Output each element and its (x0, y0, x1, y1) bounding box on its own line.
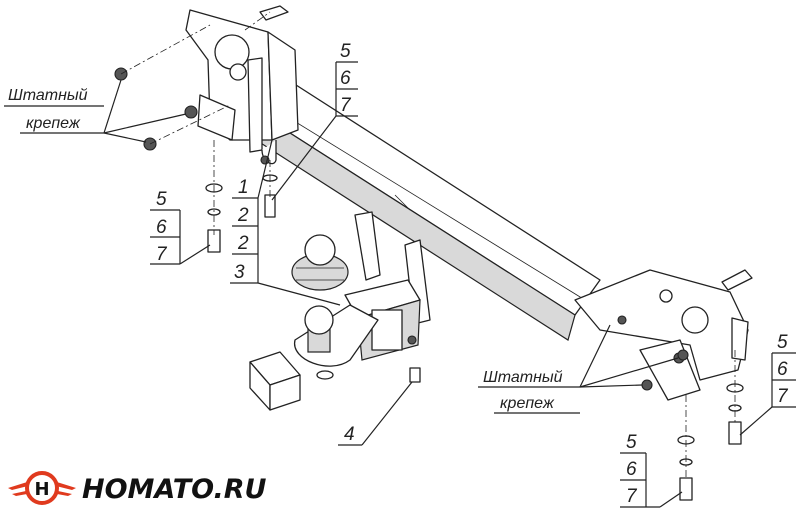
tow-ball-stowed (291, 234, 349, 291)
callout-right-bolt-7: 7 (777, 386, 789, 407)
callout-bolt-4: 4 (338, 381, 413, 446)
axis-lines (120, 11, 736, 480)
callout-assembly-2a: 2 (237, 205, 249, 226)
callout-assembly: 1 2 2 3 (230, 139, 341, 306)
note-left-fixing: Штатный крепеж (4, 79, 187, 143)
callout-bottom-bolt-6: 6 (626, 459, 637, 480)
callout-4: 4 (344, 424, 355, 445)
callout-top-center: 5 6 7 (271, 41, 358, 201)
note-right-fixing-line1: Штатный (483, 369, 563, 386)
callout-left-bolt: 5 6 7 (150, 189, 211, 265)
callout-left-bolt-5: 5 (156, 189, 167, 210)
note-right-fixing: Штатный крепеж (478, 324, 679, 414)
brand-name: HOMATO.RU (82, 474, 267, 505)
callout-right-bolt-5: 5 (777, 332, 788, 353)
note-left-fixing-line1: Штатный (8, 87, 88, 104)
svg-text:H: H (34, 479, 49, 500)
ball-mount (294, 304, 379, 380)
callout-right-bolt: 5 6 7 (739, 332, 796, 436)
callout-assembly-2b: 2 (237, 233, 249, 254)
callout-left-bolt-6: 6 (156, 217, 167, 238)
callout-top-center-6: 6 (340, 68, 351, 89)
receiver-cap (249, 351, 301, 411)
callout-left-bolt-7: 7 (156, 244, 168, 265)
callout-top-center-7: 7 (340, 95, 352, 116)
brand-logo: H HOMATO.RU (8, 471, 267, 505)
hitch-receiver (344, 211, 431, 361)
callout-assembly-3: 3 (234, 262, 245, 283)
callout-assembly-1: 1 (238, 177, 249, 198)
callout-right-bolt-6: 6 (777, 359, 788, 380)
callout-bottom-bolt-7: 7 (626, 486, 638, 507)
callout-bottom-bolt-5: 5 (626, 432, 637, 453)
note-right-fixing-line2: крепеж (500, 395, 555, 412)
wing-h-logo-icon: H (8, 471, 76, 505)
callout-top-center-5: 5 (340, 41, 351, 62)
callout-bottom-bolt: 5 6 7 (620, 432, 683, 508)
left-mounting-bracket (185, 9, 299, 165)
note-left-fixing-line2: крепеж (26, 115, 81, 132)
